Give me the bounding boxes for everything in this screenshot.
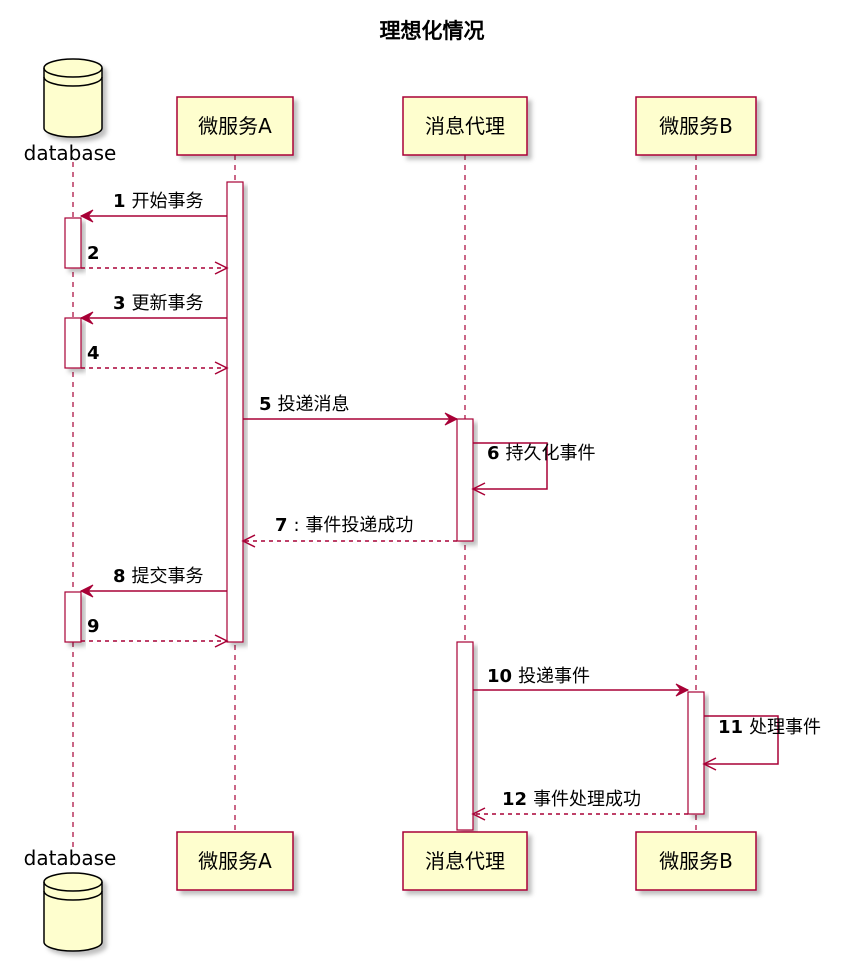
participant-db-bottom: database bbox=[24, 846, 117, 952]
message-arrow-11 bbox=[704, 715, 779, 765]
message-number: 4 bbox=[87, 343, 100, 364]
database-cylinder-icon bbox=[43, 58, 103, 138]
participant-box bbox=[176, 96, 294, 156]
participant-msa-top: 微服务A bbox=[176, 96, 294, 156]
message-number: 5 bbox=[259, 394, 272, 415]
activation-bar-db bbox=[64, 217, 82, 269]
message-label-3: 3 更新事务 bbox=[113, 293, 204, 314]
participant-box bbox=[402, 96, 528, 156]
participant-msb-bottom: 微服务B bbox=[635, 831, 757, 891]
message-text: 更新事务 bbox=[132, 293, 204, 314]
diagram-title: 理想化情况 bbox=[380, 19, 485, 43]
message-label-10: 10 投递事件 bbox=[487, 666, 590, 687]
message-number: 7 bbox=[275, 515, 288, 536]
message-label-12: 12 事件处理成功 bbox=[502, 789, 641, 810]
message-text: : 事件投递成功 bbox=[294, 515, 414, 536]
participant-label: 微服务A bbox=[198, 114, 272, 138]
participant-msb-top: 微服务B bbox=[635, 96, 757, 156]
message-number: 10 bbox=[487, 666, 512, 687]
participant-broker-bottom: 消息代理 bbox=[402, 831, 528, 891]
participant-msa-bottom: 微服务A bbox=[176, 831, 294, 891]
message-label-6: 6 持久化事件 bbox=[487, 443, 596, 464]
message-number: 6 bbox=[487, 443, 500, 464]
message-label-2: 2 bbox=[87, 243, 100, 264]
activation-bar-msb bbox=[687, 691, 705, 815]
message-arrow-6 bbox=[473, 442, 548, 490]
participant-db-top: database bbox=[24, 58, 117, 165]
lifelines bbox=[72, 155, 697, 848]
activation-bar-db bbox=[64, 317, 82, 369]
participant-label: database bbox=[24, 846, 117, 870]
activation-bar-broker bbox=[456, 641, 474, 831]
participant-box bbox=[635, 96, 757, 156]
participant-label: 微服务B bbox=[659, 849, 733, 873]
message-number: 2 bbox=[87, 243, 100, 264]
participant-broker-top: 消息代理 bbox=[402, 96, 528, 156]
message-text: 开始事务 bbox=[132, 191, 204, 212]
message-text: 投递事件 bbox=[518, 666, 590, 687]
participant-label: 消息代理 bbox=[425, 114, 505, 138]
participant-box bbox=[635, 831, 757, 891]
message-text: 事件处理成功 bbox=[533, 789, 641, 810]
message-label-5: 5 投递消息 bbox=[259, 394, 350, 415]
message-text: 投递消息 bbox=[278, 394, 350, 415]
participant-box bbox=[176, 831, 294, 891]
message-text: 处理事件 bbox=[749, 717, 821, 738]
database-cylinder-icon bbox=[43, 872, 103, 952]
participant-label: database bbox=[24, 141, 117, 165]
participant-label: 微服务B bbox=[659, 114, 733, 138]
messages: 1 开始事务 2 3 更新事务 4 5 投递消息 6 持久化事件 7 : 事件投递成功 8 提交事务 9 10… bbox=[79, 191, 821, 821]
participant-label: 微服务A bbox=[198, 849, 272, 873]
message-number: 1 bbox=[113, 191, 126, 212]
activation-bars bbox=[64, 181, 705, 831]
message-number: 3 bbox=[113, 293, 126, 314]
message-text: 持久化事件 bbox=[506, 443, 596, 464]
message-number: 12 bbox=[502, 789, 527, 810]
message-number: 11 bbox=[718, 717, 743, 738]
activation-bar-msa bbox=[226, 181, 244, 643]
message-number: 8 bbox=[113, 566, 126, 587]
message-label-8: 8 提交事务 bbox=[113, 566, 204, 587]
message-label-7: 7 : 事件投递成功 bbox=[275, 515, 413, 536]
message-label-11: 11 处理事件 bbox=[718, 717, 821, 738]
activation-bar-db bbox=[64, 591, 82, 643]
activation-bar-broker bbox=[456, 418, 474, 542]
message-number: 9 bbox=[87, 616, 100, 637]
participant-box bbox=[402, 831, 528, 891]
message-text: 提交事务 bbox=[132, 566, 204, 587]
message-label-9: 9 bbox=[87, 616, 100, 637]
participant-label: 消息代理 bbox=[425, 849, 505, 873]
message-label-1: 1 开始事务 bbox=[113, 191, 204, 212]
message-label-4: 4 bbox=[87, 343, 100, 364]
